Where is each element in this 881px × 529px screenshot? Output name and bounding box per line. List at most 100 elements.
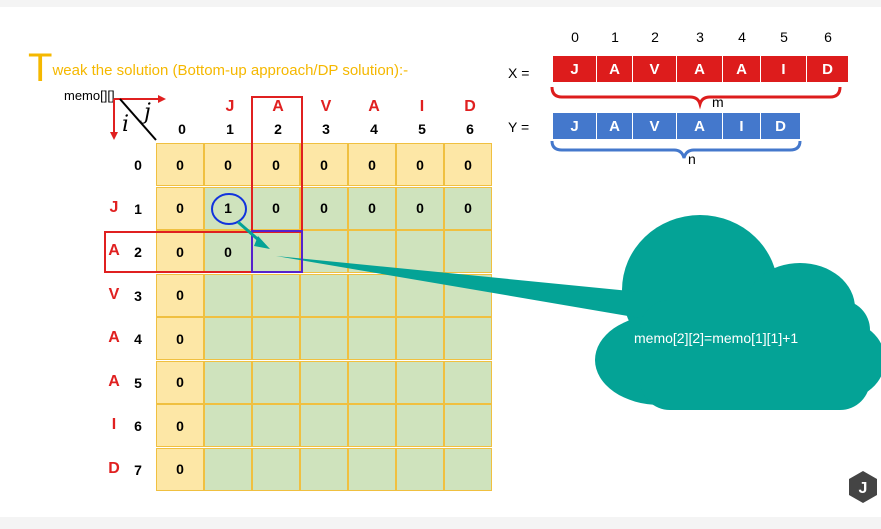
row-index: 2 (134, 244, 142, 260)
table-cell (204, 404, 252, 447)
row-letter: D (108, 459, 120, 477)
table-cell (252, 230, 300, 273)
table-cell (300, 273, 348, 317)
table-cell (204, 447, 252, 491)
row-highlight (104, 231, 303, 273)
table-cell: 0 (348, 143, 396, 186)
axis-j-label: j (144, 100, 151, 125)
table-cell (204, 360, 252, 404)
x-letter-box: A (723, 56, 761, 82)
column-index: 4 (370, 121, 378, 137)
logo-icon: J (849, 471, 877, 503)
table-cell: 0 (300, 186, 348, 230)
table-cell (444, 317, 492, 360)
table-cell (204, 273, 252, 317)
table-cell (348, 404, 396, 447)
table-cell: 0 (300, 143, 348, 186)
title-text: weak the solution (Bottom-up approach/DP… (52, 62, 409, 79)
table-cell: 0 (396, 143, 444, 186)
table-cell (396, 404, 444, 447)
table-cell: 0 (156, 360, 204, 404)
table-cell (348, 360, 396, 404)
column-index: 5 (418, 121, 426, 137)
y-label: Y = (508, 119, 530, 135)
y-letter-box: V (633, 113, 677, 139)
table-cell (204, 317, 252, 360)
x-letter-box: I (761, 56, 807, 82)
slide-title: Tweak the solution (Bottom-up approach/D… (28, 48, 408, 88)
y-brace (550, 140, 802, 159)
x-brace (550, 86, 842, 110)
table-cell (396, 447, 444, 491)
x-index: 1 (611, 29, 619, 45)
row-index: 7 (134, 461, 142, 478)
column-letter: I (419, 98, 425, 115)
x-letter-box: A (597, 56, 633, 82)
row-letter: A (108, 329, 120, 346)
table-cell: 0 (156, 273, 204, 317)
callout-text: memo[2][2]=memo[1][1]+1 (634, 330, 799, 346)
y-letter-box: I (723, 113, 761, 139)
column-letter: V (320, 98, 332, 115)
table-cell (300, 447, 348, 491)
table-cell (396, 360, 444, 404)
callout-cloud (595, 215, 881, 410)
table-cell (396, 317, 444, 360)
y-letter-box: A (677, 113, 723, 139)
table-cell (444, 360, 492, 404)
table-cell (300, 404, 348, 447)
memo-label: memo[][] (64, 88, 115, 103)
table-cell (252, 317, 300, 360)
row-letter: I (111, 416, 117, 433)
y-letter-box: A (597, 113, 633, 139)
table-cell (348, 273, 396, 317)
x-brace-label: m (712, 94, 724, 110)
axis-arrows (110, 95, 166, 141)
row-index: 6 (134, 418, 142, 434)
table-cell: 0 (156, 447, 204, 491)
row-index: 0 (134, 157, 142, 173)
x-letter-box: A (677, 56, 723, 82)
row-letter: V (108, 285, 120, 303)
target-cell-highlight (251, 230, 303, 273)
table-cell (300, 317, 348, 360)
y-letter-box: D (761, 113, 801, 139)
column-index: 1 (226, 121, 234, 137)
table-cell (252, 447, 300, 491)
y-brace-label: n (688, 151, 696, 167)
table-cell (444, 230, 492, 273)
svg-text:J: J (859, 480, 868, 497)
table-cell (252, 360, 300, 404)
row-letter: A (108, 372, 120, 390)
column-index: 0 (178, 121, 186, 137)
table-cell (444, 404, 492, 447)
x-letter-box: J (553, 56, 597, 82)
x-index: 6 (824, 29, 832, 45)
table-cell: 0 (348, 186, 396, 230)
x-letter-box: D (807, 56, 849, 82)
column-index: 6 (466, 121, 474, 137)
table-cell (444, 447, 492, 491)
table-cell: 0 (252, 143, 300, 186)
table-cell: 0 (156, 186, 204, 230)
table-cell: 0 (156, 230, 204, 273)
x-index: 4 (738, 29, 746, 45)
row-letter: A (108, 242, 120, 259)
y-letter-box: J (553, 113, 597, 139)
table-cell (252, 273, 300, 317)
x-index: 2 (651, 29, 659, 45)
column-letter: A (272, 98, 284, 115)
table-cell: 0 (156, 143, 204, 186)
x-letter-box: V (633, 56, 677, 82)
x-index: 3 (696, 29, 704, 45)
x-index: 5 (780, 29, 788, 45)
column-index: 2 (274, 121, 282, 137)
table-cell: 0 (444, 143, 492, 186)
row-index: 1 (134, 200, 142, 217)
row-index: 4 (134, 331, 142, 347)
row-letter: J (109, 198, 119, 216)
table-cell (300, 360, 348, 404)
callout-pointer (276, 256, 640, 318)
x-label: X = (508, 65, 530, 81)
